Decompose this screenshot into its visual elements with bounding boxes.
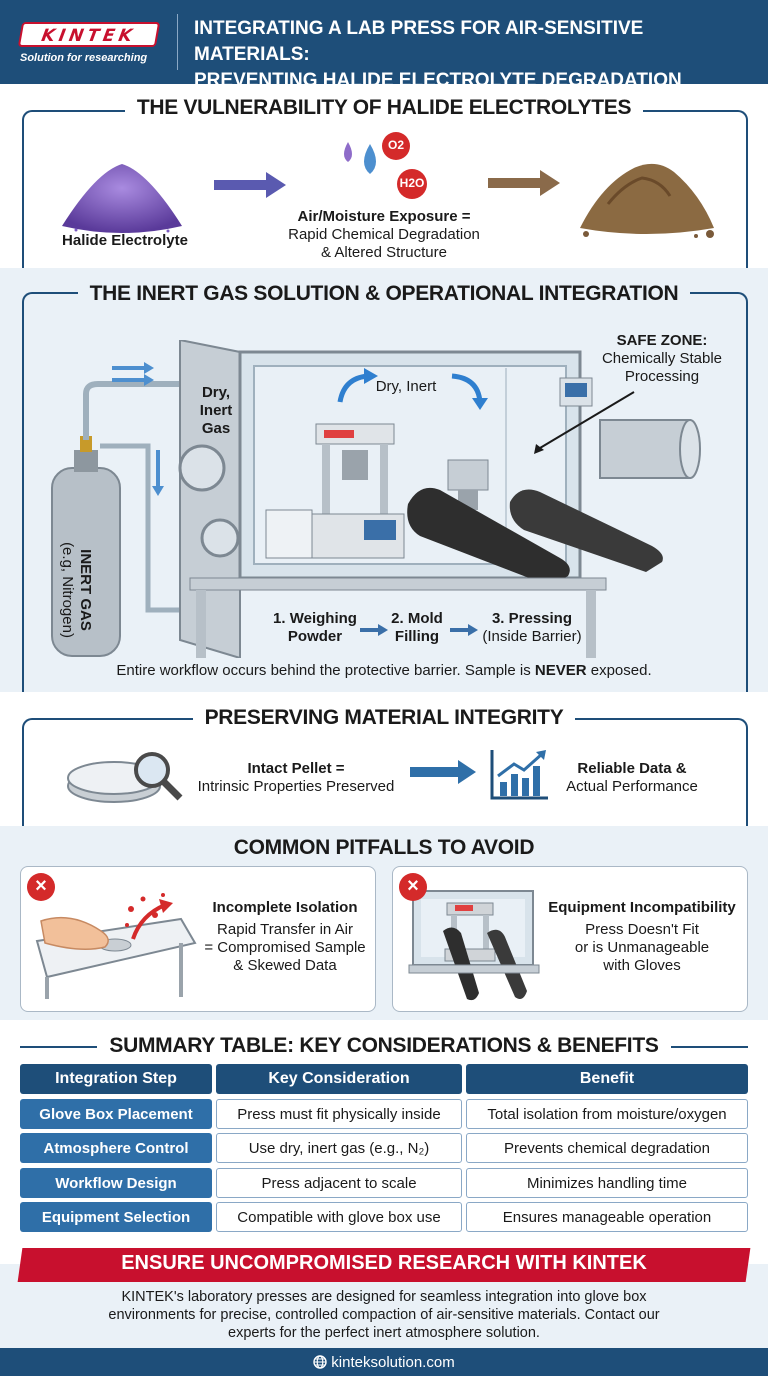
arrow-right-icon (214, 172, 286, 198)
globe-icon (313, 1355, 327, 1369)
table-cell-step: Workflow Design (20, 1168, 212, 1198)
cta-title: ENSURE UNCOMPROMISED RESEARCH WITH KINTE… (121, 1252, 647, 1274)
header-divider (177, 14, 178, 70)
vulnerability-title: THE VULNERABILITY OF HALIDE ELECTROLYTES (0, 96, 768, 120)
error-x-icon: × (399, 873, 427, 901)
step-mold-filling: 2. Mold Filling (391, 610, 443, 645)
integrity-title: PRESERVING MATERIAL INTEGRITY (0, 706, 768, 730)
exposure-text: Air/Moisture Exposure = Rapid Chemical D… (288, 208, 480, 261)
table-cell-step: Glove Box Placement (20, 1099, 212, 1129)
inert-gas-title: THE INERT GAS SOLUTION & OPERATIONAL INT… (0, 282, 768, 306)
table-cell-step: Atmosphere Control (20, 1133, 212, 1163)
table-cell: Press adjacent to scale (216, 1168, 462, 1198)
h2o-label: H2O (399, 176, 425, 190)
cramped-glovebox-illustration (408, 890, 540, 1001)
table-cell: Ensures manageable operation (466, 1202, 748, 1232)
arrow-right-icon (488, 170, 560, 196)
table-cell: Compatible with glove box use (216, 1202, 462, 1232)
reliable-data-text: Reliable Data & Actual Performance (566, 760, 698, 795)
step-pressing: 3. Pressing (Inside Barrier) (482, 610, 582, 645)
pellet-magnifier-icon (67, 752, 183, 803)
air-transfer-illustration (35, 893, 197, 999)
inert-gas-section: THE INERT GAS SOLUTION & OPERATIONAL INT… (0, 268, 768, 692)
arrow-right-icon (410, 760, 476, 784)
vulnerability-section: THE VULNERABILITY OF HALIDE ELECTROLYTES… (0, 84, 768, 280)
halide-powder-icon (62, 164, 182, 233)
isolation-text: Incomplete Isolation Rapid Transfer in A… (204, 899, 366, 974)
step-weighing: 1. Weighing Powder (273, 610, 357, 645)
page-title: INTEGRATING A LAB PRESS FOR AIR-SENSITIV… (194, 18, 682, 91)
flow-label: Dry, Inert (375, 378, 437, 395)
table-cell: Total isolation from moisture/oxygen (466, 1099, 748, 1129)
table-header: Key Consideration (216, 1064, 462, 1094)
header: KINTEK Solution for researching INTEGRAT… (0, 0, 768, 91)
summary-title: SUMMARY TABLE: KEY CONSIDERATIONS & BENE… (0, 1034, 768, 1058)
pitfalls-title: COMMON PITFALLS TO AVOID (0, 836, 768, 860)
table-cell: Press must fit physically inside (216, 1099, 462, 1129)
table-cell: Minimizes handling time (466, 1168, 748, 1198)
pitfall-card-isolation: × Incomplete Isolation Rapid Transfer in… (20, 866, 376, 1012)
website-link[interactable]: kinteksolution.com (0, 1354, 768, 1371)
error-x-icon: × (27, 873, 55, 901)
logo-tagline: Solution for researching (20, 52, 148, 64)
halide-label: Halide Electrolyte (62, 232, 188, 249)
table-header: Integration Step (20, 1064, 212, 1094)
safe-zone-label: SAFE ZONE: Chemically Stable Processing (601, 332, 723, 385)
table-header: Benefit (466, 1064, 748, 1094)
table-cell: Prevents chemical degradation (466, 1133, 748, 1163)
table-cell-step: Equipment Selection (20, 1202, 212, 1232)
o2-label: O2 (387, 138, 404, 152)
kintek-logo[interactable]: KINTEK (17, 22, 161, 47)
summary-section: SUMMARY TABLE: KEY CONSIDERATIONS & BENE… (0, 1020, 768, 1248)
incompatibility-text: Equipment Incompatibility Press Doesn't … (548, 899, 736, 974)
cta-body: KINTEK's laboratory presses are designed… (108, 1289, 660, 1341)
degraded-powder-icon (580, 163, 714, 238)
cylinder-label: INERT GAS (e.g, Nitrogen) (59, 542, 94, 638)
footer: kinteksolution.com (0, 1348, 768, 1376)
workflow-caption: Entire workflow occurs behind the protec… (116, 662, 652, 679)
table-cell: Use dry, inert gas (e.g., N₂) (216, 1133, 462, 1163)
integrity-section: PRESERVING MATERIAL INTEGRITY Intact Pel… (0, 692, 768, 826)
gas-label: Dry, Inert Gas (199, 384, 233, 437)
growth-chart-icon (490, 750, 548, 800)
air-moisture-icon (344, 132, 427, 199)
pellet-text: Intact Pellet = Intrinsic Properties Pre… (197, 760, 395, 795)
glove-box-illustration (51, 340, 701, 658)
pitfall-card-incompatibility: × Equipment Incompatibility Press Doesn'… (392, 866, 748, 1012)
pitfalls-section: COMMON PITFALLS TO AVOID × Incomplete Is… (0, 826, 768, 1020)
